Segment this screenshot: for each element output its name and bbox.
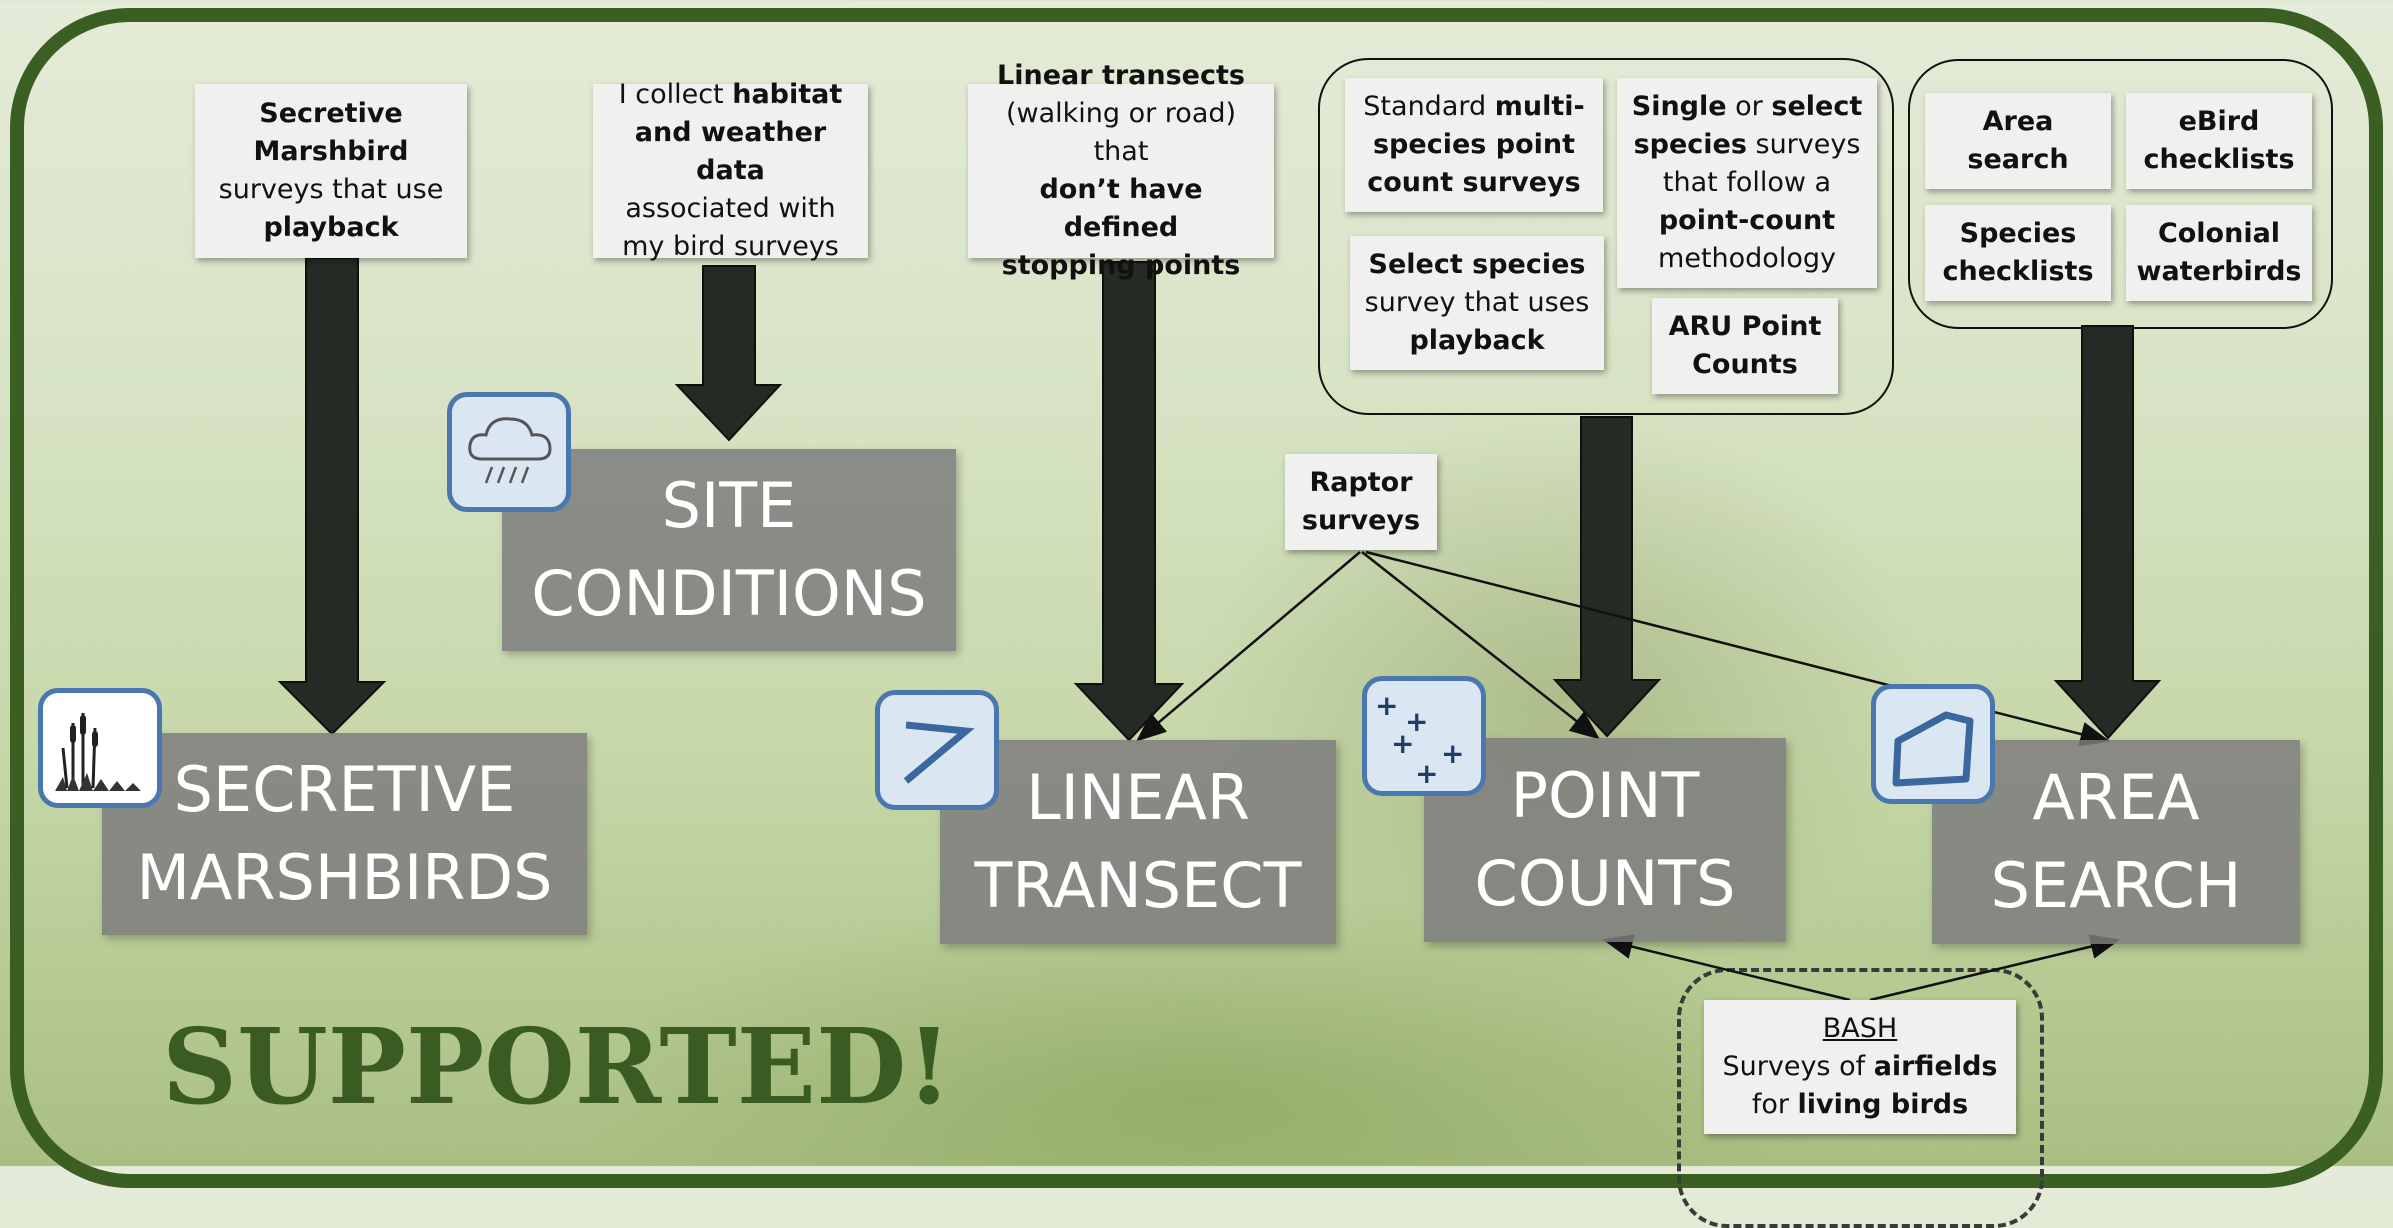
- svg-text:+: +: [1391, 727, 1414, 760]
- single-species-card: Single or select species surveys that fo…: [1617, 78, 1877, 288]
- card-text: habitat: [732, 79, 843, 110]
- site-conditions-box: SITE CONDITIONS: [502, 449, 956, 651]
- card-text: surveys: [1746, 129, 1861, 160]
- card-text: playback: [1409, 325, 1545, 356]
- raptor-to-point-arrow: [1361, 551, 1600, 740]
- arrow-area: [2053, 325, 2162, 740]
- area-search-card: Area search: [1925, 93, 2111, 189]
- card-text: Area: [1982, 106, 2054, 137]
- card-text: ARU Point: [1668, 311, 1822, 342]
- card-text: checklists: [1942, 256, 2094, 287]
- secretive-marshbirds-box: SECRETIVE MARSHBIRDS: [102, 733, 587, 935]
- ebird-checklists-card: eBird checklists: [2126, 93, 2312, 189]
- card-text: Counts: [1692, 349, 1798, 380]
- secretive-marshbird-card: Secretive Marshbird surveys that use pla…: [195, 84, 467, 258]
- bash-to-point-arrow: [1602, 934, 1851, 1002]
- aru-point-counts-card: ARU Point Counts: [1652, 298, 1838, 394]
- card-text: surveys: [1301, 505, 1421, 536]
- bash-airfields-card: BASH Surveys of airfields for living bir…: [1704, 1000, 2016, 1134]
- arrows-layer: [277, 257, 2162, 1002]
- svg-text:+: +: [1405, 705, 1428, 738]
- linear-transects-card: Linear transects (walking or road) that …: [968, 60, 1274, 281]
- category-line: MARSHBIRDS: [136, 841, 553, 914]
- card-text: multi-: [1494, 91, 1585, 122]
- points-icon: +++ ++: [1362, 676, 1486, 796]
- card-text: airfields: [1873, 1051, 1998, 1082]
- card-text: my bird surveys: [622, 231, 839, 262]
- card-text: search: [1967, 144, 2069, 175]
- card-text: and weather data: [634, 117, 827, 186]
- category-line: POINT: [1510, 759, 1700, 832]
- card-text: waterbirds: [2136, 256, 2302, 287]
- card-text: Standard: [1363, 91, 1495, 122]
- card-text: select: [1771, 91, 1863, 122]
- card-text: associated with: [625, 193, 836, 224]
- arrow-site: [674, 265, 783, 442]
- card-text: playback: [263, 212, 399, 243]
- habitat-weather-card: I collect habitat and weather data assoc…: [593, 79, 868, 262]
- category-line: LINEAR: [1026, 761, 1250, 834]
- bash-to-area-arrow: [1869, 934, 2121, 1002]
- select-species-playback-card: Select species survey that uses playback: [1350, 236, 1604, 370]
- card-text: living birds: [1797, 1089, 1969, 1120]
- species-checklists-card: Species checklists: [1925, 205, 2111, 301]
- svg-text:+: +: [1375, 689, 1398, 722]
- card-text: Secretive: [259, 98, 403, 129]
- card-text: count surveys: [1367, 167, 1581, 198]
- card-text: Raptor: [1309, 467, 1413, 498]
- card-text: or: [1726, 91, 1772, 122]
- card-text: that follow a: [1662, 167, 1832, 198]
- card-text: Linear transects: [997, 60, 1245, 91]
- card-text: species: [1633, 129, 1747, 160]
- cattail-icon: [38, 688, 162, 808]
- supported-heading: SUPPORTED!: [162, 1005, 952, 1128]
- category-line: AREA: [2032, 761, 2200, 834]
- card-text: point-count: [1658, 205, 1836, 236]
- card-text: Marshbird: [253, 136, 409, 167]
- zigzag-line-icon: [875, 690, 999, 810]
- card-text: eBird: [2178, 106, 2260, 137]
- card-text: BASH: [1822, 1013, 1898, 1044]
- card-text: surveys that use: [218, 174, 444, 205]
- category-line: SECRETIVE: [173, 753, 516, 826]
- arrow-marsh: [277, 257, 387, 736]
- card-text: Species: [1959, 218, 2077, 249]
- card-text: Single: [1631, 91, 1727, 122]
- standard-multispecies-card: Standard multi- species point count surv…: [1345, 78, 1603, 212]
- colonial-waterbirds-card: Colonial waterbirds: [2126, 205, 2312, 301]
- card-text: species point: [1372, 129, 1575, 160]
- card-text: (walking or road) that: [1005, 98, 1237, 167]
- arrow-linear: [1073, 261, 1185, 742]
- card-text: don’t have defined: [1039, 174, 1203, 243]
- card-text: methodology: [1658, 243, 1836, 274]
- card-text: Select species: [1368, 249, 1586, 280]
- svg-text:+: +: [1441, 737, 1464, 770]
- arrow-point: [1552, 416, 1662, 738]
- point-count-methods-group: [1318, 58, 1894, 415]
- card-text: stopping points: [1001, 250, 1241, 281]
- card-text: for: [1751, 1089, 1798, 1120]
- rain-cloud-icon: [447, 392, 571, 512]
- card-text: Surveys of: [1722, 1051, 1874, 1082]
- svg-text:+: +: [1415, 757, 1438, 790]
- category-line: COUNTS: [1474, 847, 1736, 920]
- category-line: SITE: [661, 469, 797, 542]
- raptor-surveys-card: Raptor surveys: [1285, 454, 1437, 550]
- raptor-to-linear-arrow: [1136, 551, 1361, 742]
- card-text: I collect: [618, 79, 733, 110]
- category-line: SEARCH: [1990, 849, 2242, 922]
- card-text: survey that uses: [1364, 287, 1590, 318]
- category-line: TRANSECT: [974, 849, 1302, 922]
- polygon-icon: [1871, 684, 1995, 804]
- linear-transect-box: LINEAR TRANSECT: [940, 740, 1336, 944]
- category-line: CONDITIONS: [531, 557, 927, 630]
- card-text: Colonial: [2157, 218, 2281, 249]
- card-text: checklists: [2143, 144, 2295, 175]
